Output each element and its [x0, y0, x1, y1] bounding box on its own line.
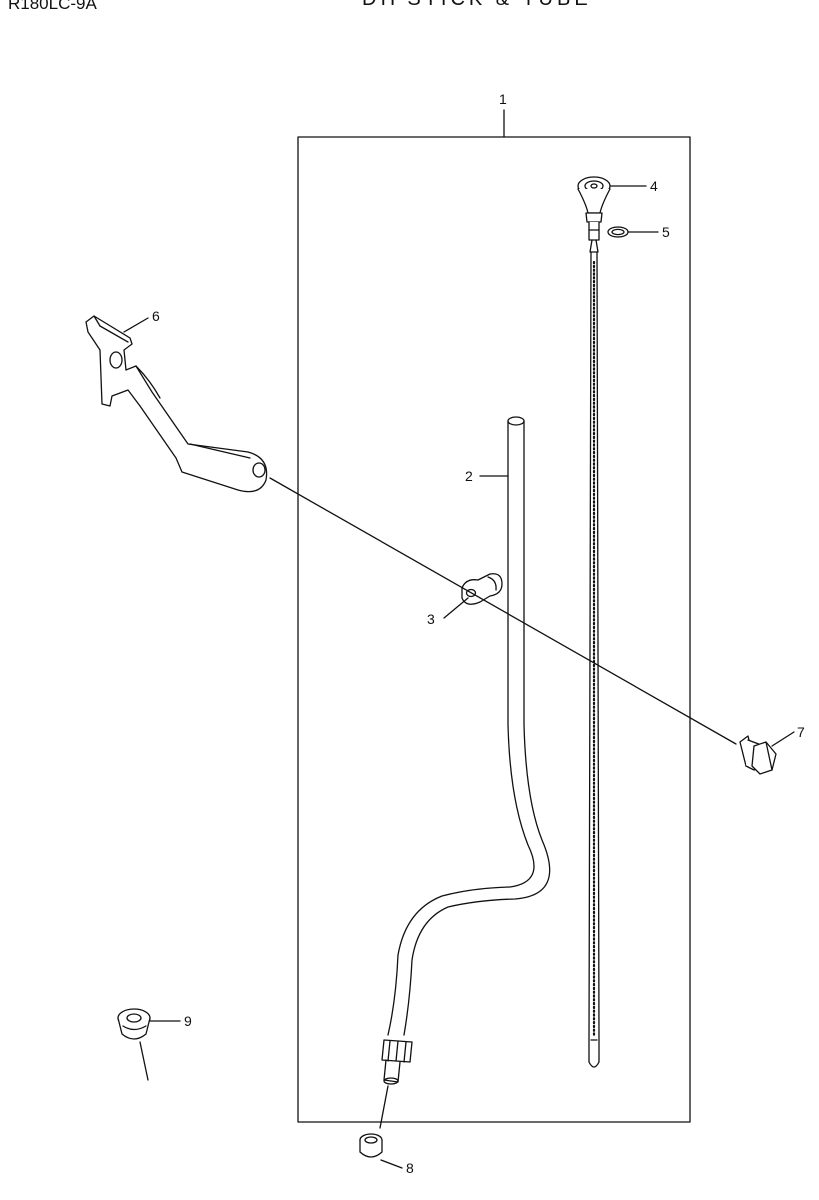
leader-9-lower: [139, 1041, 149, 1081]
callout-5: 5: [662, 224, 670, 240]
tube-cap: [359, 1133, 383, 1158]
callout-7: 7: [797, 724, 805, 740]
callout-3: 3: [427, 611, 435, 627]
alignment-line: [269, 477, 737, 745]
flange-bolt: [739, 735, 777, 775]
callout-2: 2: [465, 468, 473, 484]
callout-4: 4: [650, 178, 658, 194]
callout-8: 8: [406, 1160, 414, 1176]
callout-6: 6: [152, 308, 160, 324]
o-ring: [607, 226, 629, 238]
tube-clip: [461, 573, 503, 605]
assembly-frame: [297, 136, 691, 1123]
callout-1: 1: [499, 91, 507, 107]
dipstick: [577, 176, 611, 1068]
guide-tube: [381, 416, 551, 1085]
mounting-bracket: [85, 315, 268, 493]
assembly-line-8: [379, 1085, 389, 1129]
callout-9: 9: [184, 1013, 192, 1029]
leader-7: [771, 731, 795, 747]
leader-8: [380, 1159, 403, 1169]
drain-plug: [117, 1008, 151, 1040]
leader-6: [123, 317, 149, 333]
model-number: R180LC-9A: [8, 0, 97, 13]
diagram-title: DIPSTICK & TUBE: [362, 0, 592, 11]
leader-3: [443, 597, 469, 619]
